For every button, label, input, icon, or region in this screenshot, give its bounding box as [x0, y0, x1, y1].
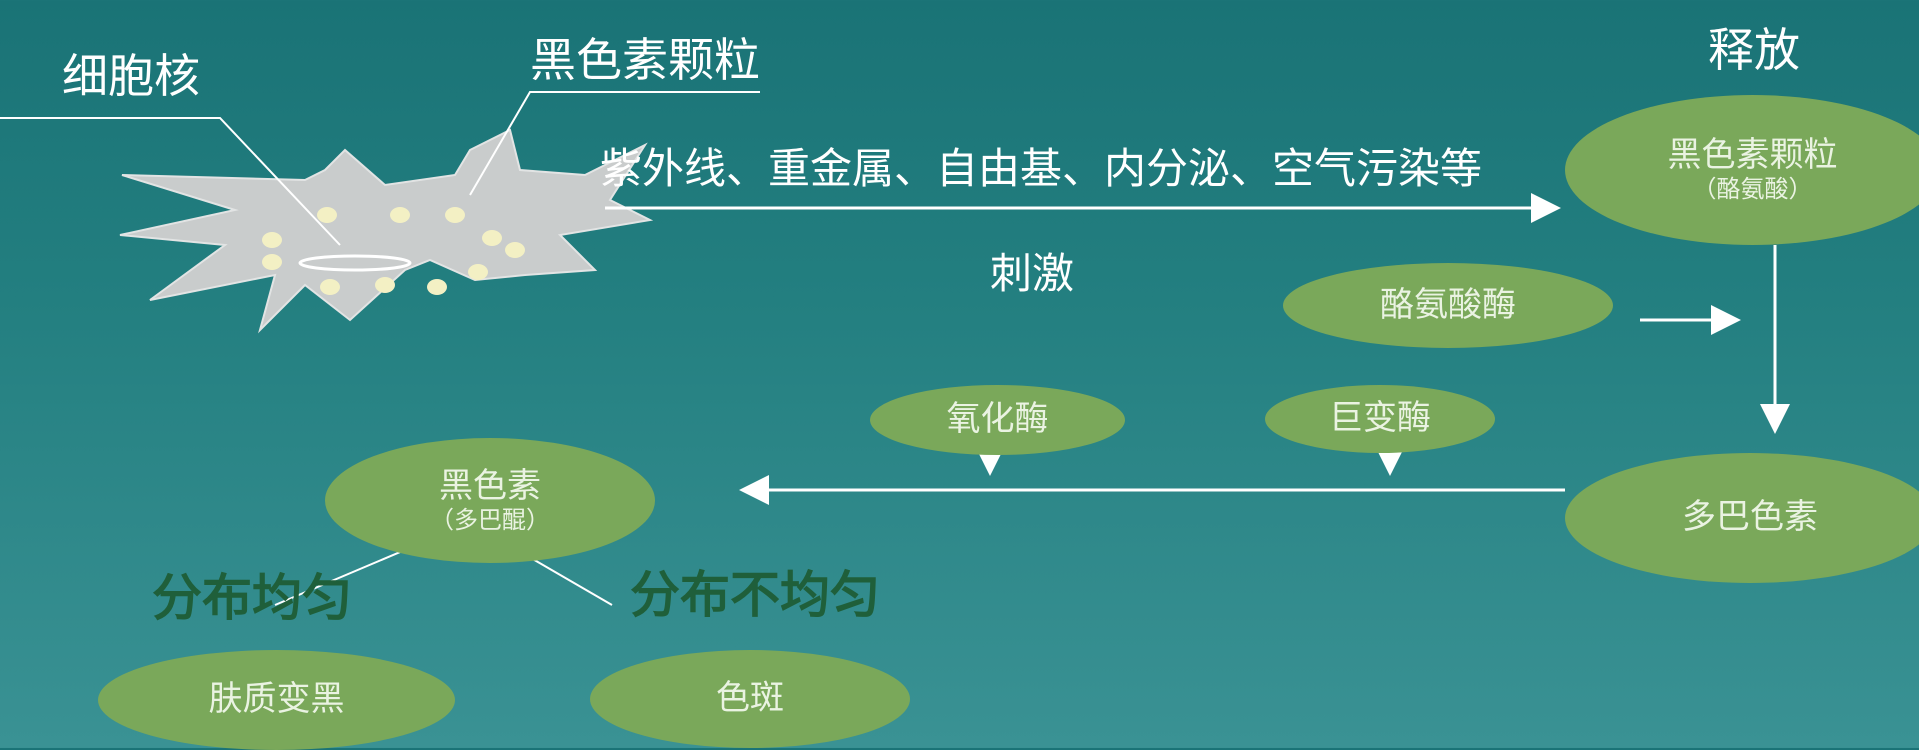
release-label: 释放 [1708, 23, 1800, 77]
node-dopachrome: 多巴色素 [1565, 453, 1919, 583]
granule-dot [468, 264, 488, 280]
granule-dot [262, 254, 282, 270]
uneven-distribution-label: 分布不均匀 [630, 566, 880, 624]
node-spots: 色斑 [590, 650, 910, 748]
node-melanin: 黑色素 （多巴醌） [325, 438, 655, 563]
node-spots-title: 色斑 [716, 678, 784, 719]
node-melanin-sub: （多巴醌） [430, 505, 550, 534]
granule-dot [390, 207, 410, 223]
node-melanin-granules-title: 黑色素颗粒 [1667, 135, 1838, 176]
node-oxidase-title: 氧化酶 [946, 399, 1049, 440]
node-skin-darkening: 肤质变黑 [98, 650, 455, 750]
node-melanin-title: 黑色素 [439, 465, 541, 506]
even-distribution-label: 分布均匀 [152, 569, 352, 627]
granule-dot [317, 207, 337, 223]
even-distribution-line [274, 546, 413, 606]
node-mutase-title: 巨变酶 [1329, 398, 1431, 439]
granule-dot [445, 207, 465, 223]
melanin-granules-dots [262, 207, 525, 295]
melanocyte-cell [119, 128, 654, 334]
node-skin-darkening-title: 肤质变黑 [208, 679, 345, 720]
node-melanin-granules-sub: （酪氨酸） [1692, 175, 1813, 204]
nucleus-label: 细胞核 [62, 49, 200, 103]
node-mutase: 巨变酶 [1265, 385, 1495, 453]
melanin-granules-label: 黑色素颗粒 [530, 33, 760, 87]
node-tyrosinase: 酪氨酸酶 [1283, 263, 1613, 348]
node-melanin-granules: 黑色素颗粒 （酪氨酸） [1565, 95, 1919, 245]
nucleus-shape [298, 254, 412, 272]
granule-dot [262, 232, 282, 248]
granule-dot [320, 279, 340, 295]
node-tyrosinase-title: 酪氨酸酶 [1380, 284, 1516, 325]
node-oxidase: 氧化酶 [870, 385, 1125, 455]
granules-pointer-line [469, 91, 760, 196]
nucleus-pointer-line [0, 117, 341, 246]
stimulus-label: 刺激 [990, 249, 1075, 298]
granule-dot [375, 277, 395, 293]
granule-dot [427, 279, 447, 295]
node-dopachrome-title: 多巴色素 [1682, 497, 1818, 538]
granule-dot [482, 230, 502, 246]
granule-dot [505, 242, 525, 258]
stimuli-list-label: 紫外线、重金属、自由基、内分泌、空气污染等 [600, 144, 1483, 193]
